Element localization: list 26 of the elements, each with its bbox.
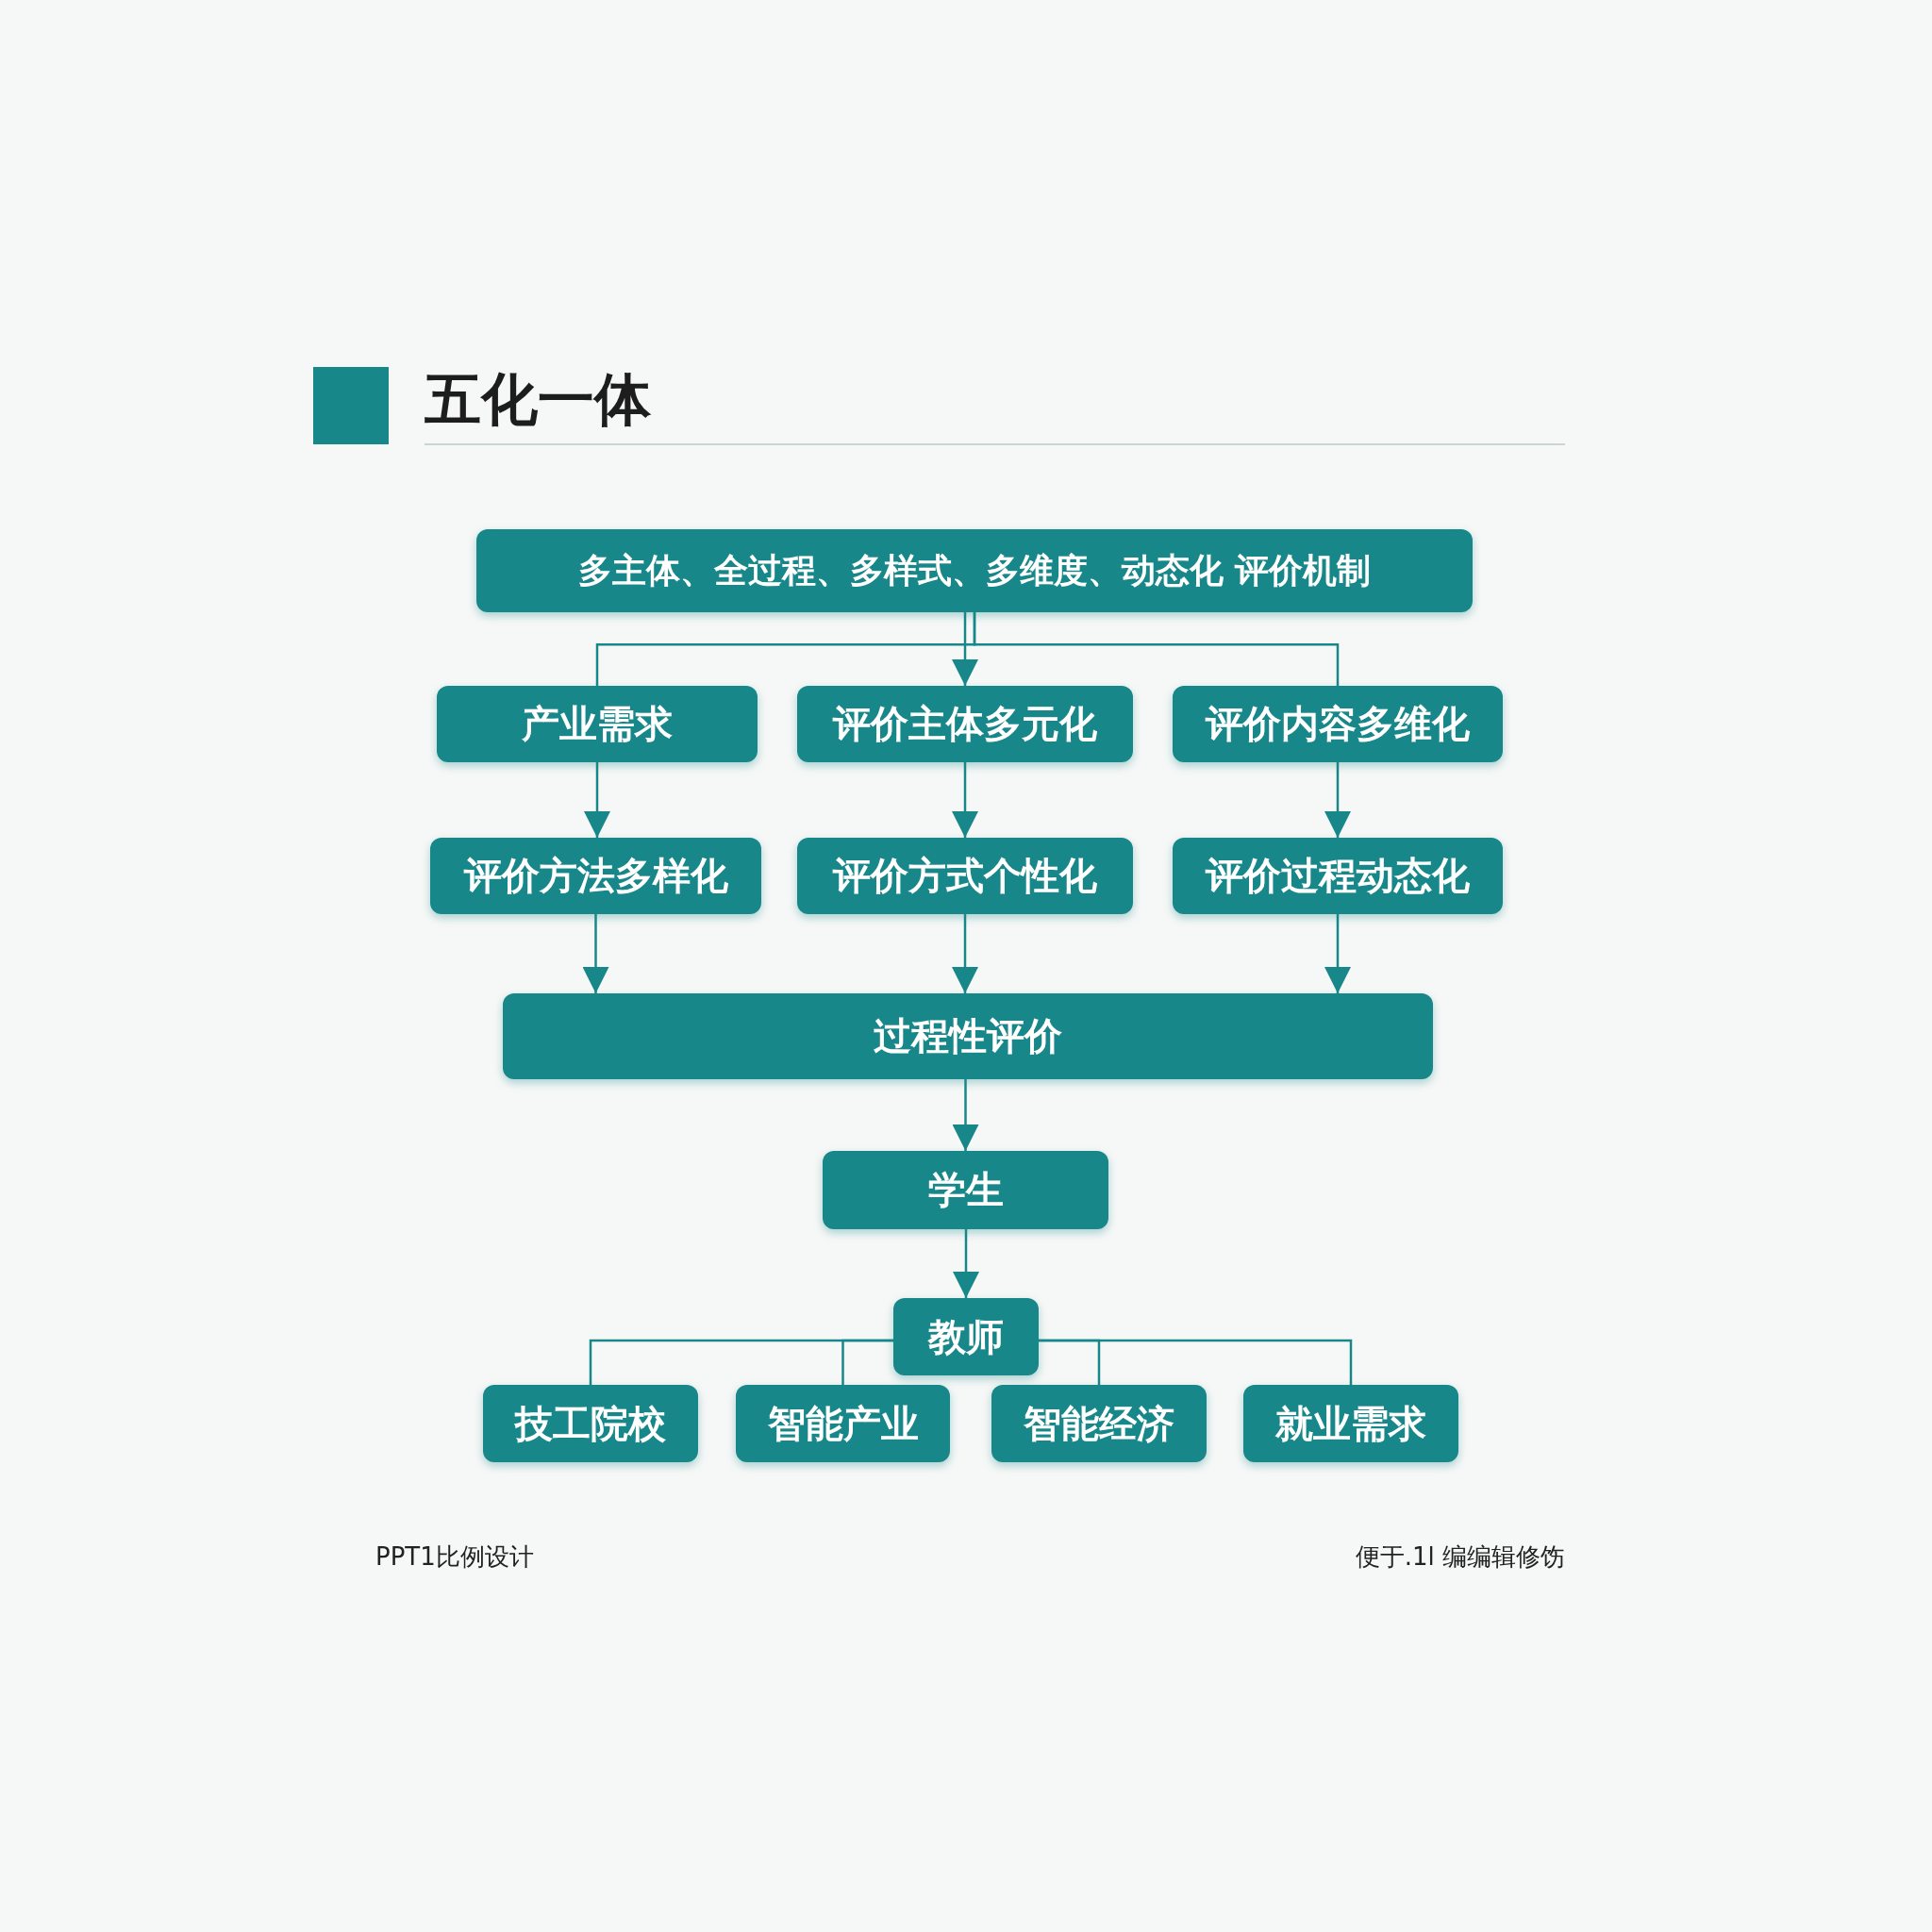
title: 五化一体 [425, 365, 651, 434]
connector-arrow [584, 762, 610, 838]
connector-arrow [1324, 914, 1351, 993]
process-box: 智能经济 [991, 1385, 1207, 1462]
connector-arrow [952, 914, 978, 993]
process-box: 智能产业 [736, 1385, 950, 1462]
process-box: 评价内容多维化 [1173, 686, 1503, 762]
process-box: 过程性评价 [503, 993, 1433, 1079]
connector-arrow [952, 762, 978, 838]
process-box: 技工院校 [483, 1385, 698, 1462]
connector-arrow [952, 1079, 979, 1151]
process-box: 教师 [893, 1298, 1039, 1375]
process-box: 评价过程动态化 [1173, 838, 1503, 914]
connector-arrow [1324, 762, 1351, 838]
connector-arrow [953, 1229, 979, 1298]
process-box: 产业需求 [437, 686, 758, 762]
process-box: 就业需求 [1243, 1385, 1458, 1462]
process-box: 评价主体多元化 [797, 686, 1133, 762]
footer-note: 便于.1l 编编辑修饬 [1355, 1541, 1565, 1573]
process-box: 评价方法多样化 [430, 838, 761, 914]
footer-note: PPT1比例设计 [375, 1541, 534, 1573]
process-box: 学生 [823, 1151, 1108, 1229]
connector-arrow [582, 914, 609, 993]
process-box: 评价方式个性化 [797, 838, 1133, 914]
connector-arrow [952, 612, 978, 686]
process-box: 多主体、全过程、多样式、多维度、动态化 评价机制 [476, 529, 1473, 612]
